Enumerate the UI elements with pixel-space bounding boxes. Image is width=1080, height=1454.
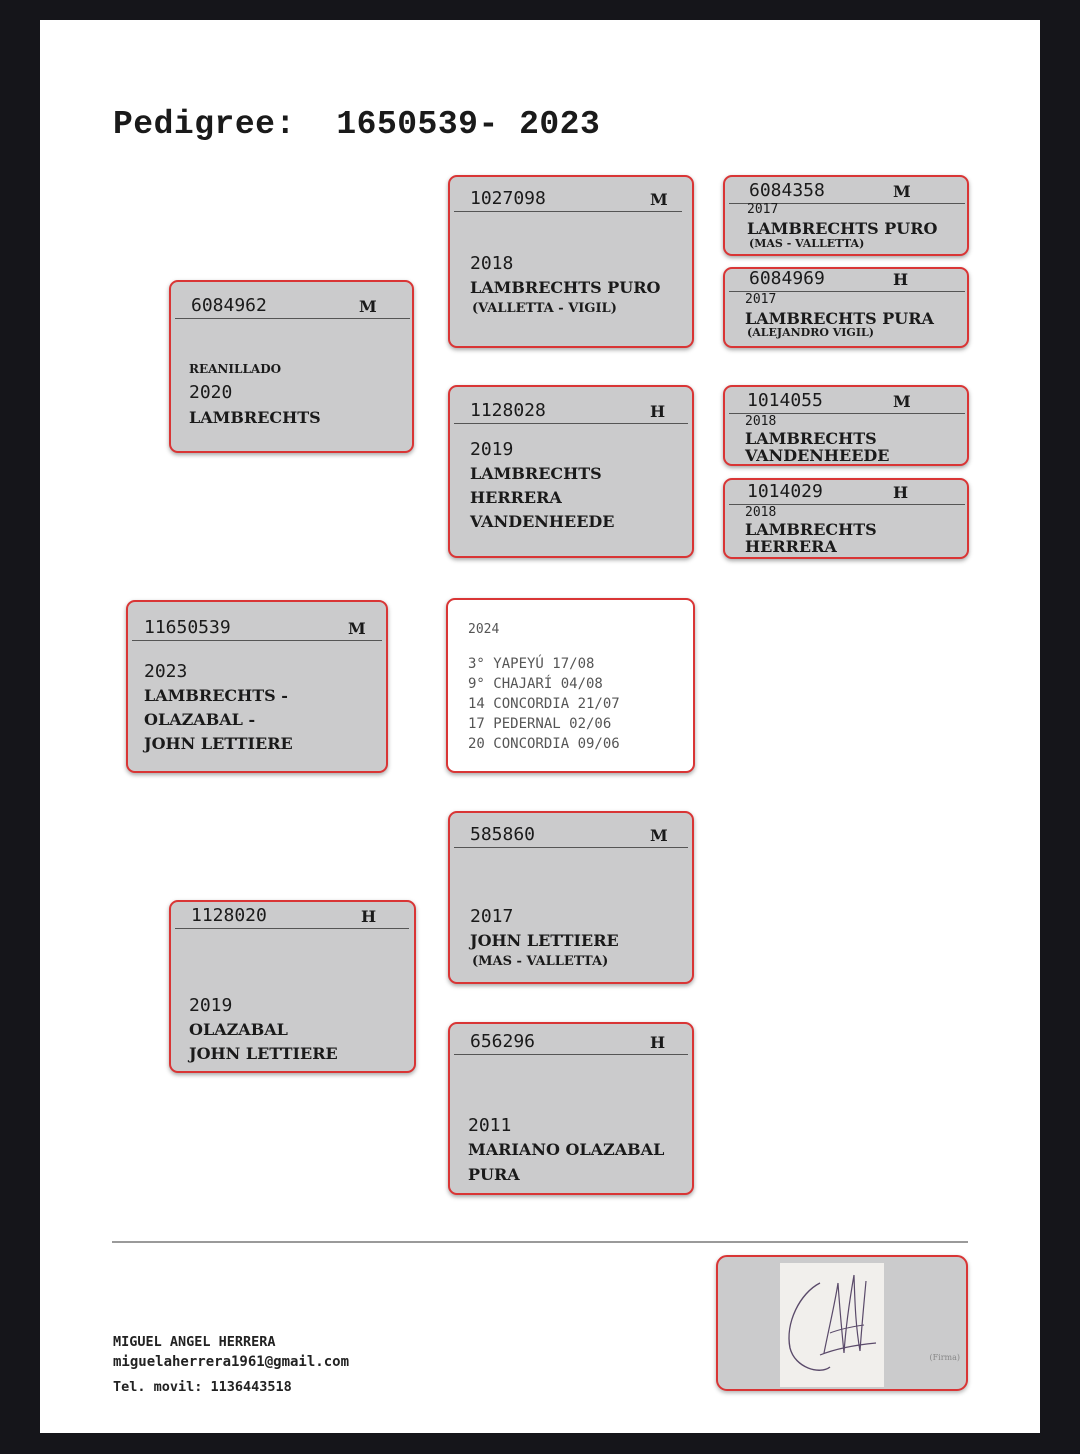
name-line-1: OLAZABAL: [189, 1020, 288, 1039]
dam-sire-card: 585860 M 2017 JOHN LETTIERE (MAS - VALLE…: [448, 811, 694, 984]
name-line-2: HERRERA: [745, 537, 837, 556]
year: 2017: [745, 292, 777, 307]
ring-number: 1027098: [470, 188, 546, 209]
detail: (MAS - VALLETTA): [472, 954, 609, 969]
ring-number: 6084358: [749, 180, 825, 201]
results-year: 2024: [468, 622, 500, 637]
result-item: 14 CONCORDIA 21/07: [468, 696, 620, 712]
ring-number: 1014055: [747, 390, 823, 411]
ring-number: 6084962: [191, 295, 267, 316]
sex-label: H: [361, 907, 377, 926]
card-header: 585860 M: [454, 819, 688, 848]
signature-caption: (Firma): [929, 1353, 960, 1362]
card-header: 1128020 H: [175, 902, 409, 929]
ring-number: 6084969: [749, 268, 825, 289]
great-grandparent-card-1: 6084358 M 2017 LAMBRECHTS PURO (MAS - VA…: [723, 175, 969, 256]
signature-paper: [780, 1263, 884, 1387]
name-line-1: MARIANO OLAZABAL: [468, 1140, 665, 1159]
contact-email: miguelaherrera1961@gmail.com: [113, 1354, 350, 1370]
result-item: 17 PEDERNAL 02/06: [468, 716, 612, 732]
pedigree-sheet: Pedigree: 1650539- 2023 6084962 M REANIL…: [40, 20, 1040, 1433]
great-grandparent-card-2: 6084969 H 2017 LAMBRECHTS PURA (ALEJANDR…: [723, 267, 969, 348]
results-box: 2024 3° YAPEYÚ 17/08 9° CHAJARÍ 04/08 14…: [446, 598, 695, 773]
sex-label: H: [893, 270, 909, 289]
name-line-2: PURA: [468, 1165, 520, 1184]
result-item: 9° CHAJARÍ 04/08: [468, 676, 603, 692]
name-line-2: JOHN LETTIERE: [189, 1044, 338, 1063]
card-header: 6084358 M: [729, 179, 965, 204]
title-label: Pedigree:: [113, 106, 296, 143]
detail: (MAS - VALLETTA): [749, 237, 865, 250]
sex-label: M: [650, 190, 668, 209]
card-header: 656296 H: [454, 1026, 688, 1055]
year: 2018: [745, 505, 777, 520]
sex-label: M: [359, 297, 377, 316]
name: LAMBRECHTS PURO: [747, 219, 938, 238]
title-number: 1650539- 2023: [336, 106, 601, 143]
ring-number: 1128020: [191, 905, 267, 926]
name-line-2: HERRERA: [470, 488, 562, 507]
card-header: 6084962 M: [175, 290, 410, 319]
name: JOHN LETTIERE: [470, 931, 619, 950]
card-header: 11650539 M: [132, 610, 382, 641]
card-header: 1014029 H: [729, 480, 965, 505]
name-line-1: LAMBRECHTS: [745, 429, 877, 448]
name-line-3: VANDENHEEDE: [470, 512, 615, 531]
ring-number: 585860: [470, 824, 536, 845]
ring-number: 656296: [470, 1031, 536, 1052]
sex-label: M: [348, 619, 366, 638]
name-line-1: LAMBRECHTS: [470, 464, 602, 483]
name-line-2: OLAZABAL -: [144, 710, 256, 729]
sex-label: M: [893, 182, 911, 201]
sex-label: H: [650, 1033, 666, 1052]
year: 2019: [470, 439, 514, 460]
sire-dam-card: 1128028 H 2019 LAMBRECHTS HERRERA VANDEN…: [448, 385, 694, 558]
card-header: 6084969 H: [729, 268, 965, 292]
name-line-3: JOHN LETTIERE: [144, 734, 293, 753]
year: 2018: [745, 414, 777, 429]
year: 2011: [468, 1115, 512, 1136]
result-item: 20 CONCORDIA 09/06: [468, 736, 620, 752]
year: 2017: [747, 202, 779, 217]
name-line-2: VANDENHEEDE: [745, 446, 890, 465]
sex-label: H: [650, 402, 666, 421]
contact-phone: Tel. movil: 1136443518: [113, 1379, 292, 1395]
great-grandparent-card-3: 1014055 M 2018 LAMBRECHTS VANDENHEEDE: [723, 385, 969, 466]
card-header: 1014055 M: [729, 389, 965, 414]
year: 2017: [470, 906, 514, 927]
year: 2019: [189, 995, 233, 1016]
year: 2020: [189, 382, 233, 403]
name-line-1: LAMBRECHTS: [745, 520, 877, 539]
sire-sire-card: 1027098 M 2018 LAMBRECHTS PURO (VALLETTA…: [448, 175, 694, 348]
detail: (ALEJANDRO VIGIL): [747, 326, 874, 339]
ring-number: 1128028: [470, 400, 546, 421]
sex-label: M: [650, 826, 668, 845]
signature-box: (Firma): [716, 1255, 968, 1391]
contact-name: MIGUEL ANGEL HERRERA: [113, 1334, 276, 1350]
year: 2018: [470, 253, 514, 274]
subject-card: 11650539 M 2023 LAMBRECHTS - OLAZABAL - …: [126, 600, 388, 773]
detail: (VALLETTA - VIGIL): [472, 301, 617, 316]
footer-divider: [112, 1241, 968, 1243]
year: 2023: [144, 661, 188, 682]
name: LAMBRECHTS PURO: [470, 278, 661, 297]
sex-label: M: [893, 392, 911, 411]
card-header: 1027098 M: [454, 183, 682, 212]
name: LAMBRECHTS: [189, 408, 321, 427]
sex-label: H: [893, 483, 909, 502]
ring-number: 1014029: [747, 481, 823, 502]
page-title: Pedigree: 1650539- 2023: [113, 106, 600, 143]
card-header: 1128028 H: [454, 395, 688, 424]
name: LAMBRECHTS PURA: [745, 309, 934, 328]
signature-scribble: [788, 1274, 877, 1371]
result-item: 3° YAPEYÚ 17/08: [468, 656, 595, 672]
name-line-1: LAMBRECHTS -: [144, 686, 288, 705]
ring-number: 11650539: [144, 617, 231, 638]
great-grandparent-card-4: 1014029 H 2018 LAMBRECHTS HERRERA: [723, 478, 969, 559]
dam-card: 1128020 H 2019 OLAZABAL JOHN LETTIERE: [169, 900, 416, 1073]
sire-card: 6084962 M REANILLADO 2020 LAMBRECHTS: [169, 280, 414, 453]
dam-dam-card: 656296 H 2011 MARIANO OLAZABAL PURA: [448, 1022, 694, 1195]
note: REANILLADO: [189, 362, 282, 376]
